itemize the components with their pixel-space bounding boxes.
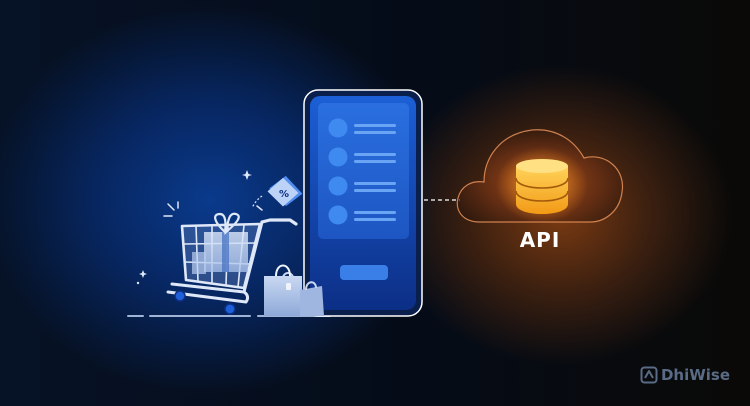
price-tag-icon: %	[251, 175, 303, 209]
phone-list-item	[328, 205, 396, 225]
shopping-bag-icon	[264, 264, 324, 316]
phone-action-bar	[340, 265, 388, 280]
brand-name: DhiWise	[660, 366, 730, 384]
sparkle-icon	[136, 170, 263, 285]
api-label: API	[519, 228, 561, 252]
phone-list-item	[328, 118, 396, 138]
phone-list-item	[328, 147, 396, 167]
smartphone-icon	[303, 89, 423, 317]
shopping-cart-icon	[166, 212, 298, 315]
brand-watermark: DhiWise	[640, 366, 730, 384]
gift-box-icon	[204, 212, 248, 272]
dhiwise-logo-icon	[640, 366, 658, 384]
phone-list-item	[328, 176, 396, 196]
database-icon	[515, 159, 569, 214]
discount-label: %	[279, 189, 289, 200]
